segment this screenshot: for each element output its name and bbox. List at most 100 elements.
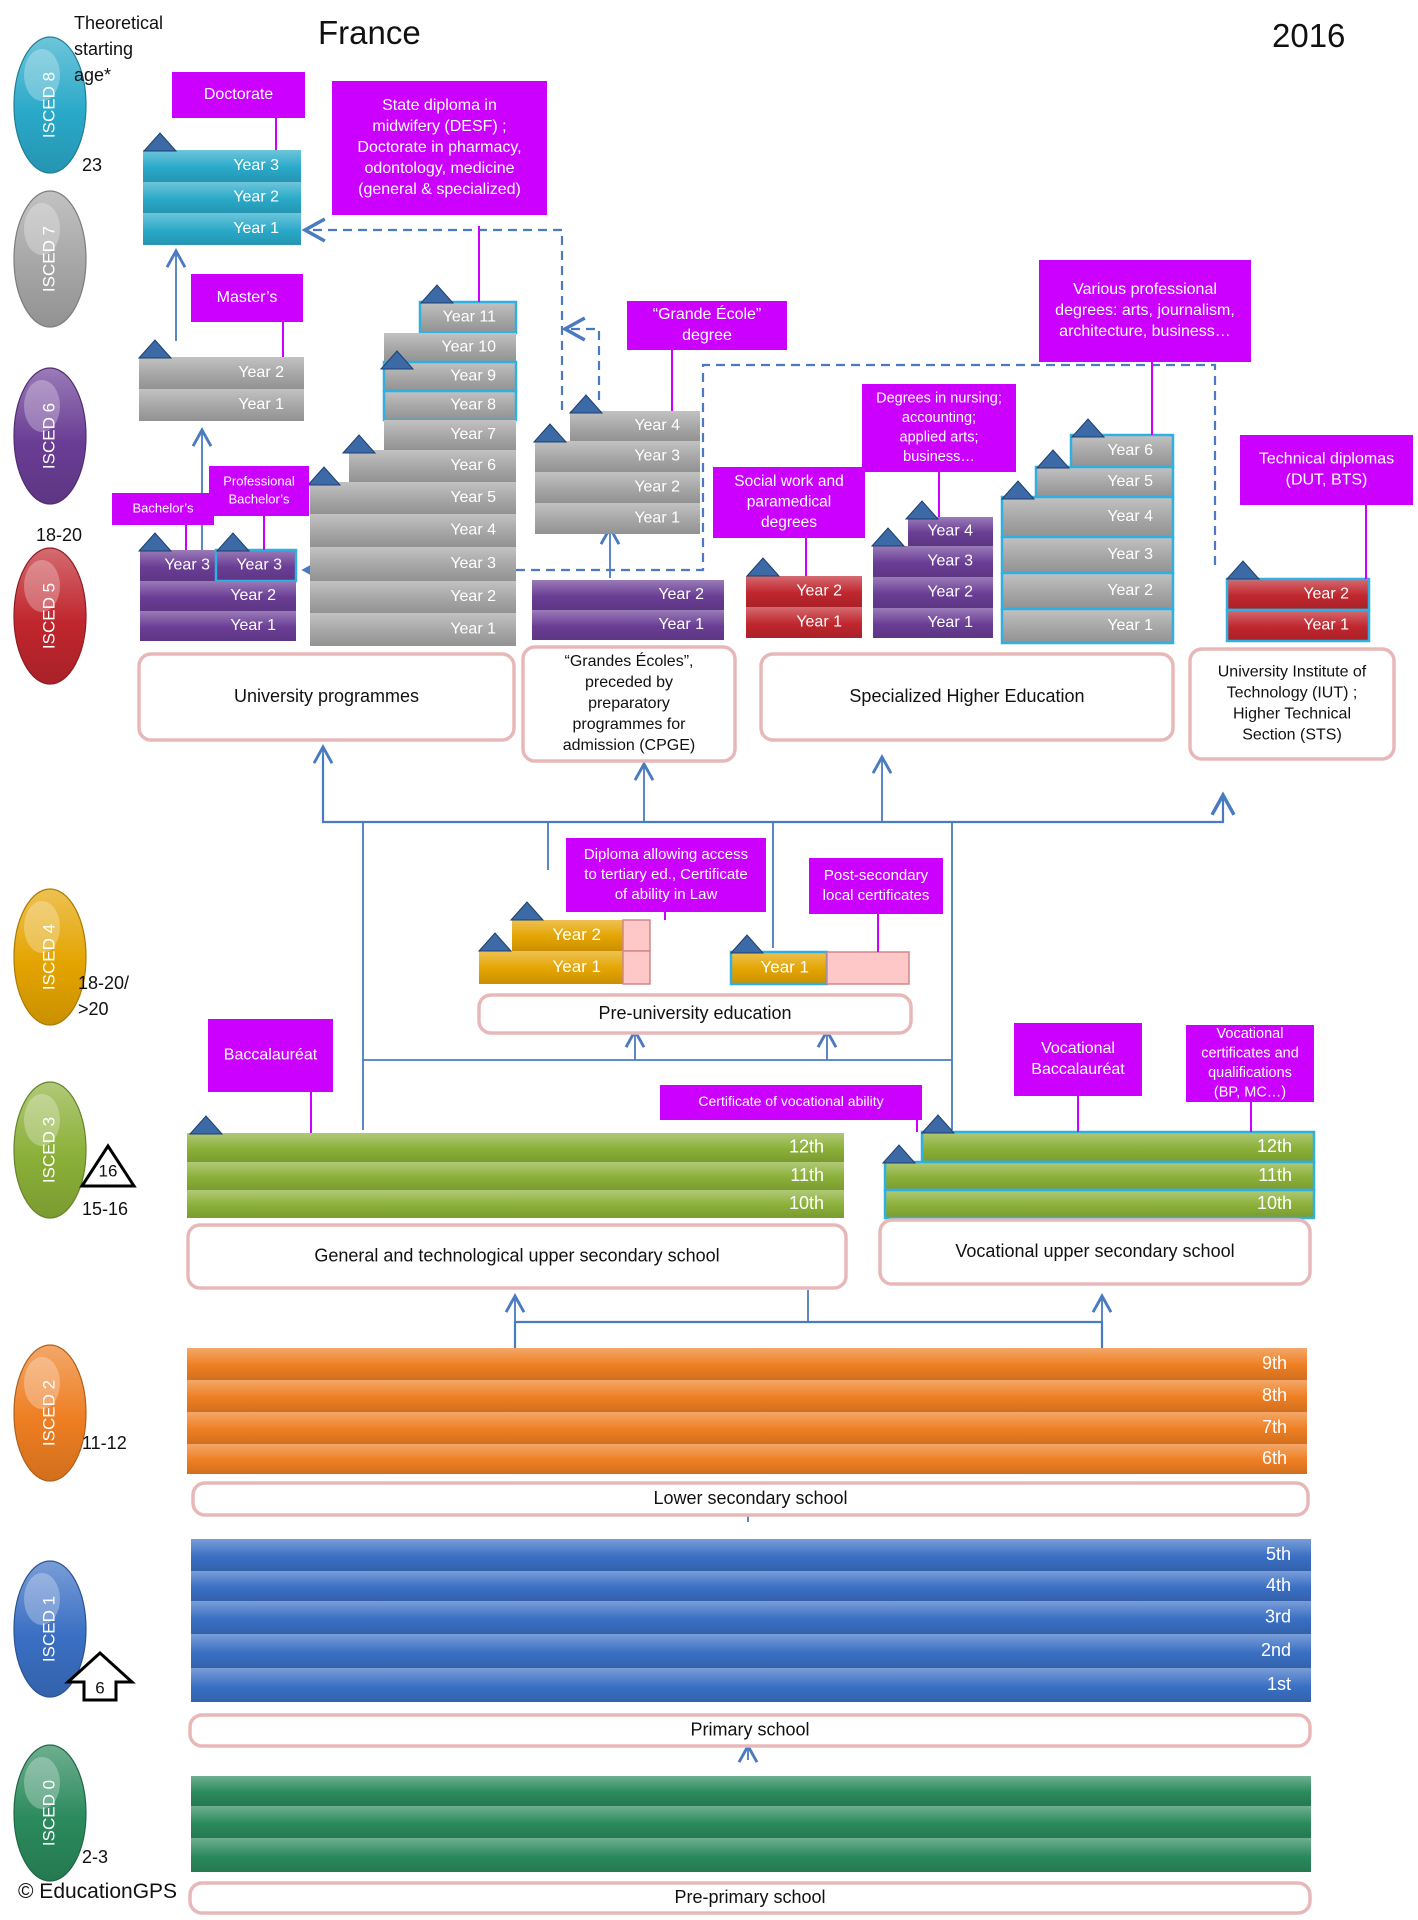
- qualification-label: (general & specialized): [358, 181, 521, 198]
- grade-label: Year 3: [236, 557, 282, 574]
- isced-ellipse-highlight: [24, 1094, 60, 1146]
- qualification-box: [660, 1085, 922, 1120]
- grade-label: Year 4: [927, 523, 973, 540]
- grade-label: Year 2: [796, 583, 842, 600]
- isced-level-label: ISCED 2: [39, 1380, 58, 1446]
- qualification-label: Post-secondary: [824, 867, 929, 884]
- qualification-label: Professional: [223, 473, 295, 488]
- qualification-box: [862, 384, 1016, 472]
- grade-bar: [535, 472, 700, 503]
- programme-label: Specialized Higher Education: [849, 686, 1084, 706]
- qualification-box: [1186, 1025, 1314, 1102]
- qualification-label: Vocational: [1217, 1026, 1284, 1042]
- graduation-marker-icon: [341, 434, 377, 454]
- grade-label: 11th: [790, 1165, 824, 1185]
- programme-frame: [878, 1218, 1312, 1286]
- grade-bar: [384, 420, 516, 450]
- grade-label: Year 6: [450, 457, 496, 474]
- grade-label: Year 4: [1107, 508, 1153, 525]
- grade-bar: [883, 1160, 1316, 1192]
- country-title: France: [318, 14, 421, 51]
- connector-line: [301, 363, 1217, 583]
- qualification-label: applied arts;: [900, 430, 979, 446]
- age-header-line: starting: [74, 39, 134, 59]
- grade-bar: [143, 213, 301, 245]
- qualification-label: Certificate of vocational ability: [698, 1093, 883, 1109]
- grade-bar: [479, 951, 623, 984]
- qualification-label: of ability in Law: [615, 886, 718, 903]
- grade-bar: [532, 580, 724, 610]
- grade-bar: [187, 1190, 844, 1218]
- qualification-label: qualifications: [1208, 1065, 1292, 1081]
- programme-label: preceded by: [585, 674, 673, 691]
- qualification-label: degree: [682, 327, 732, 344]
- graduation-marker-icon: [137, 339, 173, 359]
- isced-level-label: ISCED 8: [39, 72, 58, 138]
- programme-label: preparatory: [588, 695, 670, 712]
- grade-bar: [187, 1133, 844, 1162]
- programme-label: “Grandes Écoles”,: [565, 651, 694, 670]
- grade-label: Year 2: [658, 586, 704, 603]
- grade-bar: [746, 607, 862, 638]
- qualification-label: odontology, medicine: [364, 160, 514, 177]
- grade-label: 4th: [1266, 1575, 1291, 1595]
- isced-level-ellipse: [13, 190, 87, 328]
- age-header-line: Theoretical: [74, 13, 164, 33]
- programme-frame: [521, 645, 737, 763]
- qualification-label: Diploma allowing access: [584, 846, 748, 863]
- grade-bar: [140, 550, 216, 581]
- graduation-marker-icon: [568, 394, 604, 414]
- programme-label: admission (CPGE): [563, 737, 695, 754]
- isced-ellipse-highlight: [24, 203, 60, 255]
- grade-label: 10th: [789, 1193, 824, 1213]
- grade-bar: [1000, 571, 1175, 611]
- grade-label: Year 4: [634, 417, 680, 434]
- grade-label: Year 1: [552, 957, 601, 976]
- graduation-marker-icon: [1225, 560, 1261, 580]
- grade-bar: [622, 919, 651, 952]
- grade-bar: [310, 547, 516, 581]
- graduation-marker-icon: [419, 284, 455, 304]
- grade-bar: [187, 1162, 844, 1190]
- isced-level-ellipse: [13, 367, 87, 505]
- grade-bar: [349, 450, 516, 482]
- programme-label: Primary school: [690, 1719, 809, 1739]
- grade-label: Year 5: [450, 489, 496, 506]
- programme-label: Vocational upper secondary school: [955, 1241, 1234, 1261]
- grade-bar: [1225, 608, 1371, 643]
- qualification-label: Bachelor’s: [133, 500, 194, 515]
- grade-label: Year 1: [927, 614, 973, 631]
- grade-label: Year 1: [230, 617, 276, 634]
- qualification-label: Doctorate: [204, 86, 273, 103]
- isced-level-ellipse: [13, 1344, 87, 1482]
- programme-label: University Institute of: [1218, 664, 1367, 681]
- grade-bar: [139, 357, 304, 389]
- grade-bar: [535, 503, 700, 534]
- grade-label: Year 9: [450, 368, 496, 385]
- grade-label: Year 2: [634, 479, 680, 496]
- qualification-box: [191, 274, 303, 322]
- qualification-box: [208, 1019, 333, 1092]
- qualification-label: Degrees in nursing;: [876, 391, 1002, 407]
- graduation-marker-icon: [142, 132, 178, 152]
- isced-ellipse-highlight: [24, 49, 60, 101]
- graduation-marker-icon: [745, 557, 781, 577]
- graduation-marker-icon: [477, 932, 513, 952]
- qualification-label: business…: [903, 449, 975, 465]
- qualification-box: [627, 301, 787, 350]
- grade-bar: [729, 950, 829, 986]
- programme-frame: [186, 1223, 848, 1290]
- qualification-label: (DUT, BTS): [1286, 472, 1368, 489]
- qualification-label: Baccalauréat: [1031, 1061, 1125, 1078]
- grade-label: Year 10: [441, 339, 496, 356]
- graduation-marker-icon: [729, 934, 765, 954]
- grade-bar: [746, 576, 862, 607]
- grade-bar: [191, 1571, 1311, 1601]
- grade-label: 11th: [1258, 1165, 1292, 1185]
- grade-label: Year 2: [927, 584, 973, 601]
- compulsory-start-age: 6: [95, 1678, 104, 1697]
- grade-bar: [187, 1348, 1307, 1380]
- grade-bar: [187, 1412, 1307, 1444]
- grade-label: Year 2: [238, 364, 284, 381]
- programme-label: Lower secondary school: [653, 1488, 847, 1508]
